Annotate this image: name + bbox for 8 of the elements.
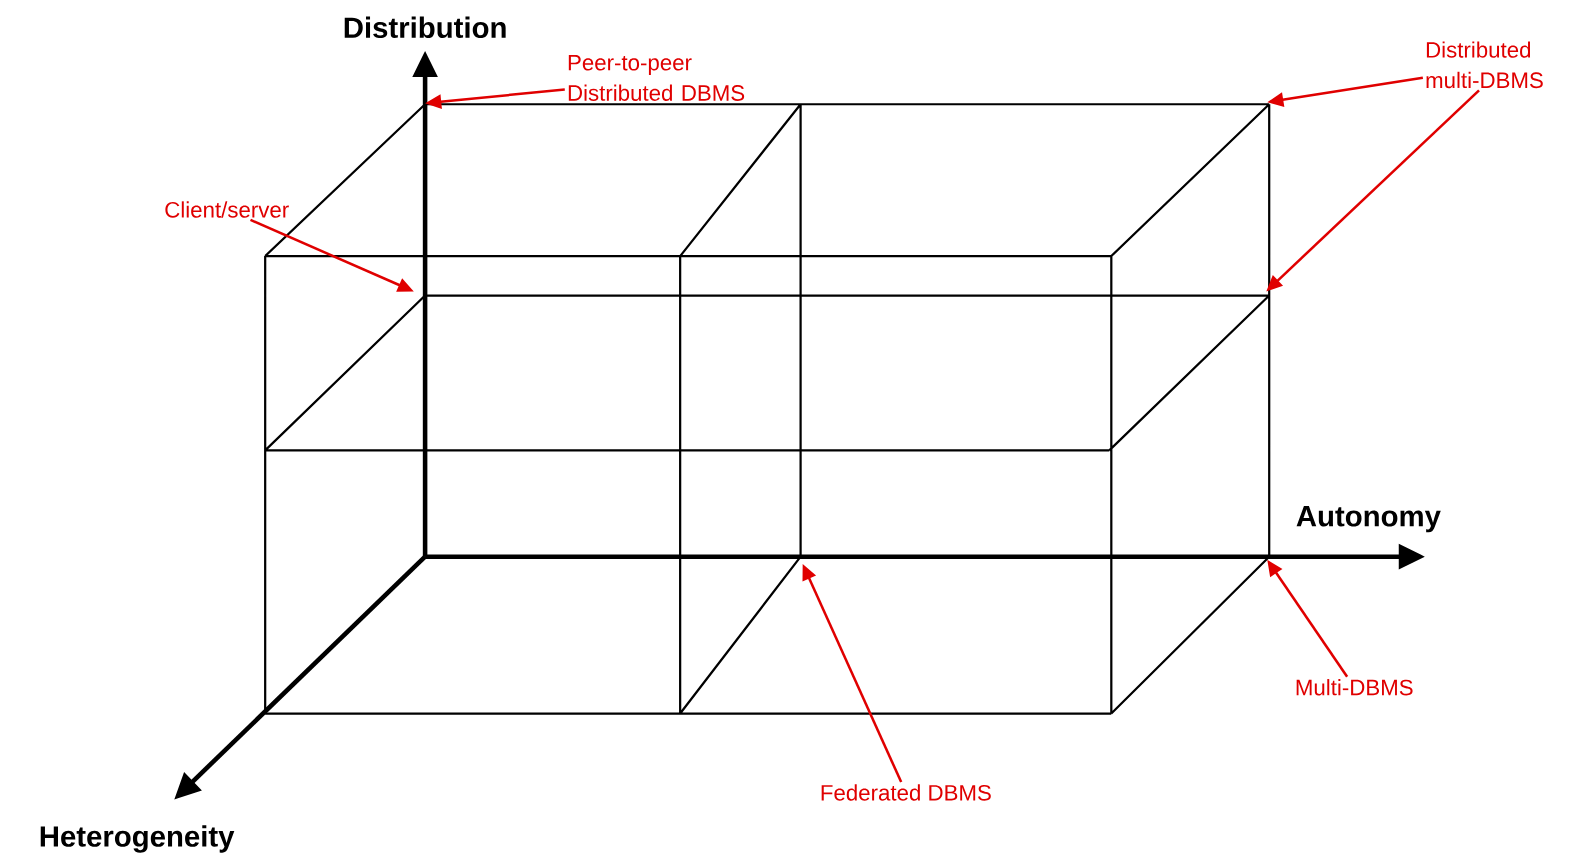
axis-title: Distribution xyxy=(344,16,506,38)
callout-text: Federated DBMS xyxy=(821,784,991,801)
axis-title: Heterogeneity xyxy=(40,825,235,853)
axis-title: Autonomy xyxy=(1296,505,1441,533)
callout-text: Client/server xyxy=(165,201,289,218)
callout-text: Peer-to-peer Distributed DBMS xyxy=(568,54,745,101)
callout-text: Distributed multi-DBMS xyxy=(1426,41,1543,88)
callout-text: Multi-DBMS xyxy=(1296,678,1413,696)
